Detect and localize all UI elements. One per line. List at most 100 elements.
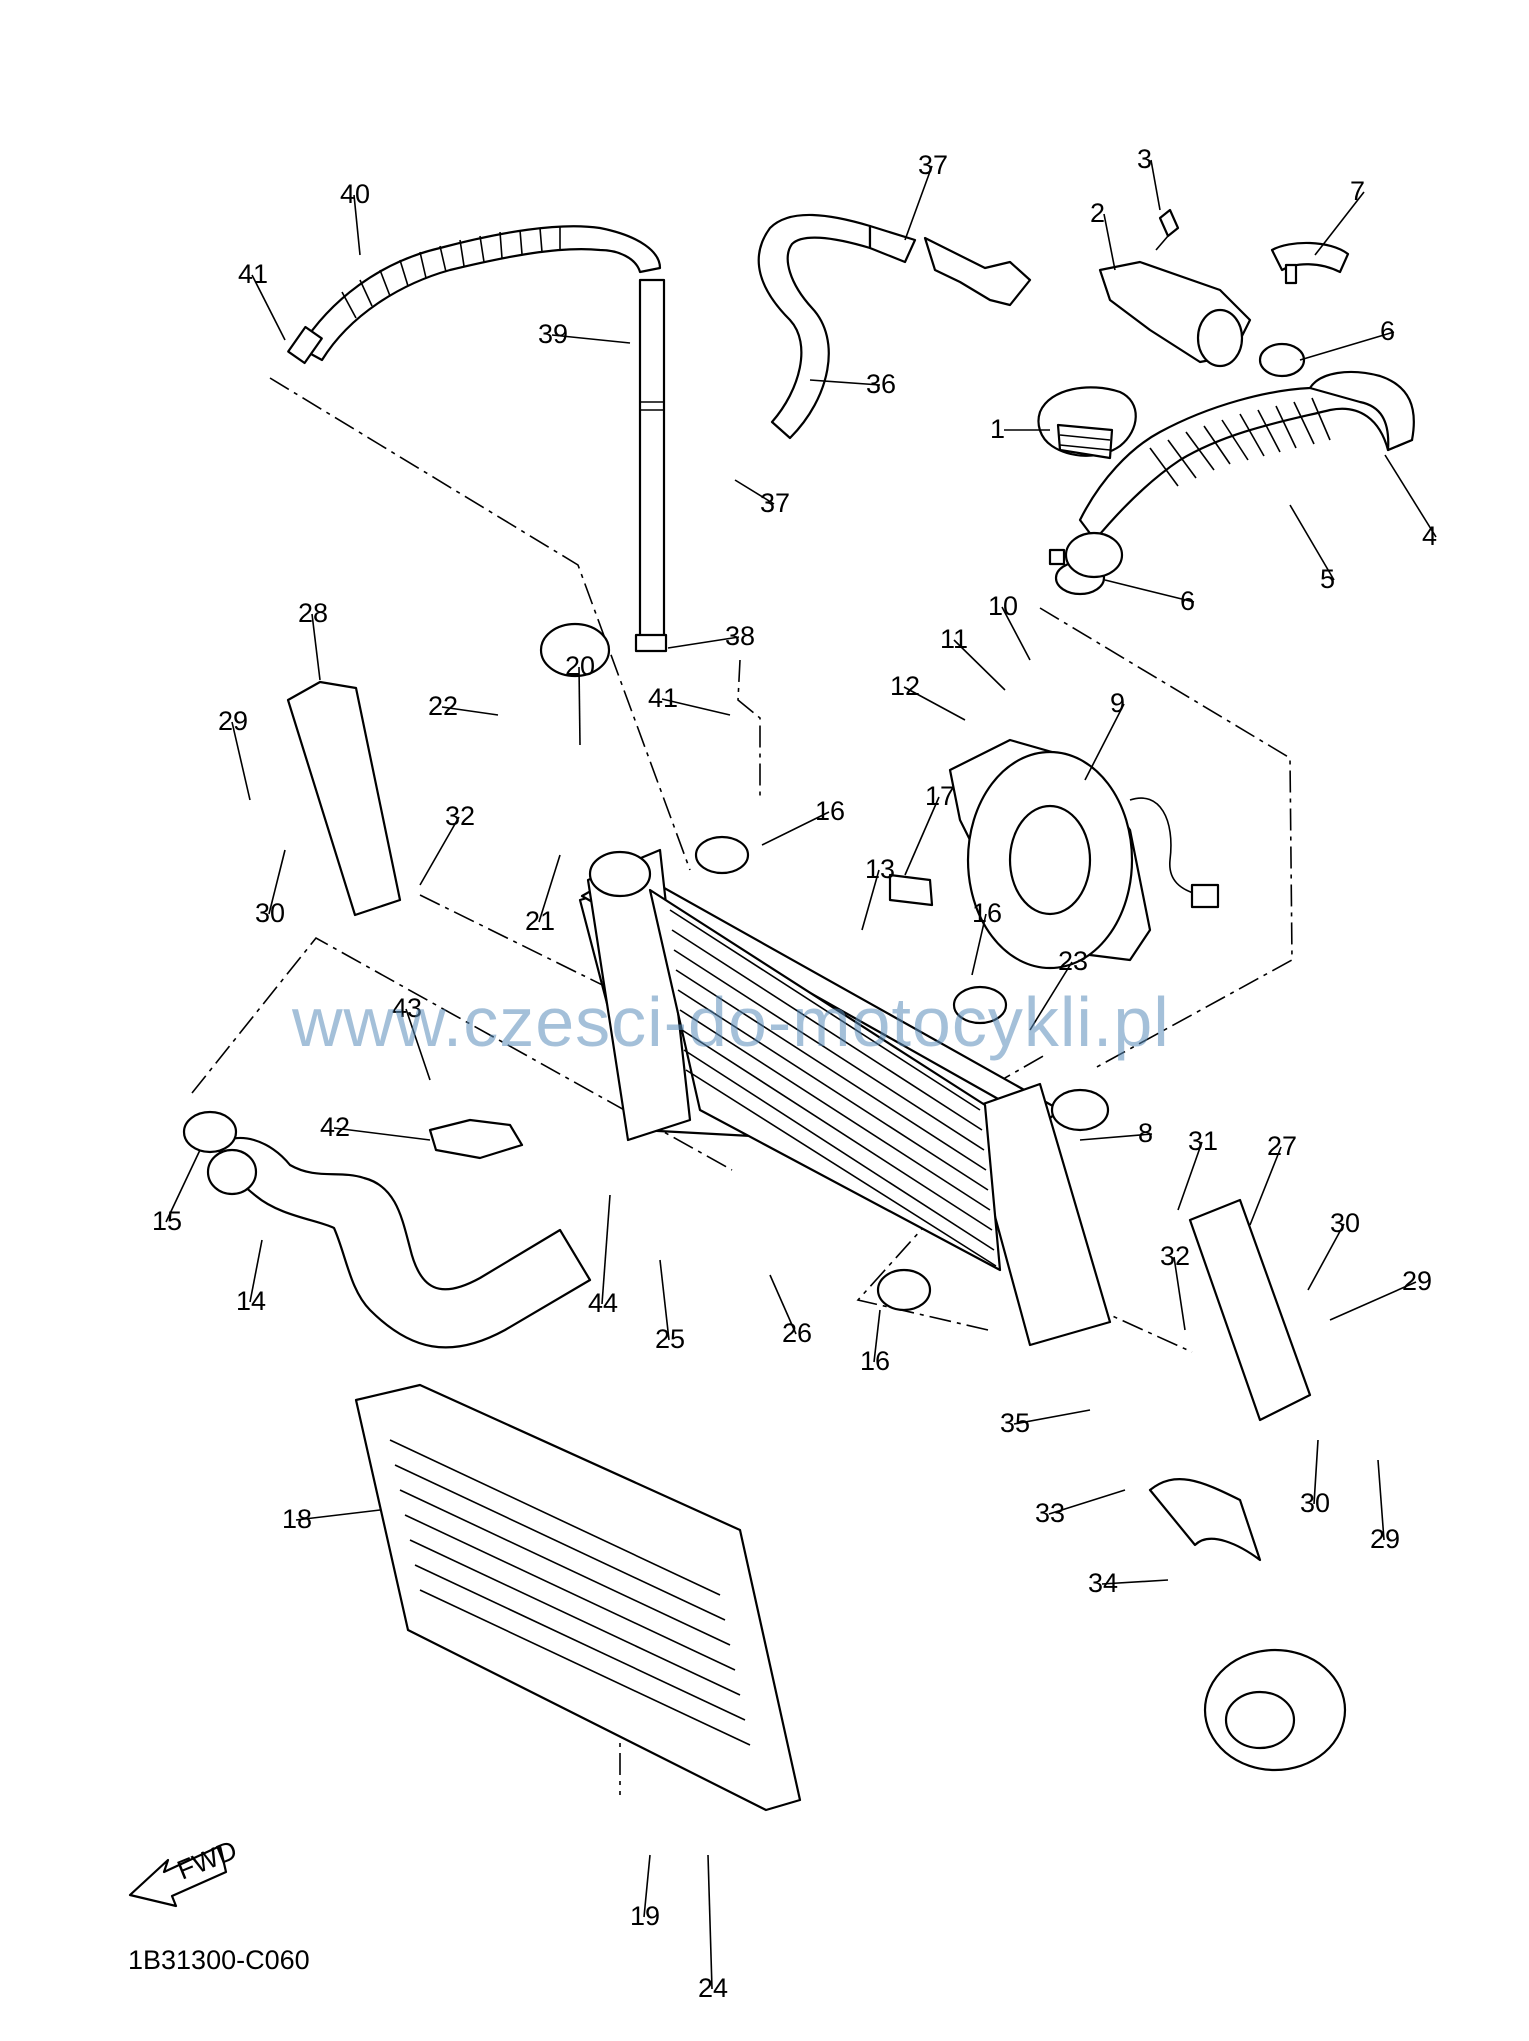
callout-leader-23 bbox=[1029, 961, 1073, 1031]
callout-leader-31 bbox=[1177, 1141, 1203, 1211]
callout-number-34: 34 bbox=[1088, 1568, 1118, 1598]
callout-leader-37 bbox=[904, 165, 933, 241]
callout-number-19: 19 bbox=[630, 1901, 660, 1931]
callout-leader-17 bbox=[904, 796, 940, 876]
callout-number-4: 4 bbox=[1422, 521, 1437, 551]
callout-leader-30 bbox=[1313, 1439, 1319, 1505]
callout-leader-20 bbox=[578, 666, 581, 746]
callout-leader-19 bbox=[643, 1854, 651, 1918]
callout-leader-26 bbox=[769, 1274, 797, 1335]
callout-leader-4 bbox=[1384, 454, 1437, 538]
radiator-inlet-hose bbox=[1064, 370, 1415, 579]
callout-number-43: 43 bbox=[392, 993, 422, 1023]
callout-leader-25 bbox=[659, 1259, 670, 1341]
callout-leader-28 bbox=[311, 613, 321, 681]
callout-number-30: 30 bbox=[1300, 1488, 1330, 1518]
callout-number-3: 3 bbox=[1137, 144, 1152, 174]
callout-leader-16 bbox=[873, 1309, 881, 1363]
callout-leader-15 bbox=[165, 1149, 201, 1223]
radiator-cover bbox=[354, 1383, 802, 1812]
callout-number-33: 33 bbox=[1035, 1498, 1065, 1528]
callout-number-29: 29 bbox=[1370, 1524, 1400, 1554]
callout-leader-5 bbox=[1289, 504, 1335, 581]
callout-number-30: 30 bbox=[255, 898, 285, 928]
callout-leader-34 bbox=[1101, 1579, 1169, 1585]
callout-leader-21 bbox=[538, 854, 561, 923]
callout-leader-14 bbox=[249, 1239, 263, 1303]
thermostat-assembly bbox=[1037, 208, 1252, 460]
callout-number-38: 38 bbox=[725, 621, 755, 651]
callout-number-37: 37 bbox=[918, 150, 948, 180]
callout-leader-16 bbox=[761, 811, 830, 846]
callout-leader-29 bbox=[1377, 1459, 1385, 1541]
callout-leader-11 bbox=[953, 639, 1006, 691]
callout-number-17: 17 bbox=[925, 781, 955, 811]
callout-leader-41 bbox=[251, 274, 286, 341]
callout-leader-33 bbox=[1048, 1489, 1126, 1515]
reservoir-hose bbox=[757, 213, 1032, 440]
callout-leader-29 bbox=[1329, 1281, 1417, 1321]
callout-number-30: 30 bbox=[1330, 1208, 1360, 1238]
callout-leader-30 bbox=[268, 849, 286, 915]
callout-leader-3 bbox=[1150, 159, 1161, 211]
callout-leader-27 bbox=[1249, 1146, 1282, 1226]
callout-leader-30 bbox=[1307, 1223, 1345, 1291]
callout-number-41: 41 bbox=[238, 259, 268, 289]
callout-number-11: 11 bbox=[940, 624, 968, 654]
forward-arrow-icon: FWD bbox=[128, 1835, 241, 1908]
callout-number-15: 15 bbox=[152, 1206, 182, 1236]
callout-leader-7 bbox=[1314, 191, 1365, 256]
callout-number-16: 16 bbox=[972, 898, 1002, 928]
callout-number-2: 2 bbox=[1090, 198, 1105, 228]
callout-leader-8 bbox=[1079, 1133, 1153, 1141]
watermark-text: www.czesci-do-motocykli.pl bbox=[292, 983, 1170, 1061]
callout-number-13: 13 bbox=[865, 854, 895, 884]
radiator-core bbox=[578, 848, 1112, 1347]
callout-leader-44 bbox=[601, 1194, 611, 1305]
callout-leader-2 bbox=[1103, 213, 1116, 271]
callout-leader-12 bbox=[903, 686, 966, 721]
corrugated-overflow-hose bbox=[287, 225, 662, 365]
callout-number-42: 42 bbox=[320, 1112, 350, 1142]
callout-leader-9 bbox=[1084, 703, 1125, 781]
callout-number-37: 37 bbox=[760, 488, 790, 518]
callout-number-9: 9 bbox=[1110, 688, 1125, 718]
cooling-fan bbox=[948, 738, 1220, 970]
callout-leader-32 bbox=[1173, 1256, 1186, 1331]
callout-number-23: 23 bbox=[1058, 946, 1088, 976]
callout-leader-18 bbox=[295, 1509, 381, 1521]
callout-leader-39 bbox=[551, 334, 631, 344]
callout-number-28: 28 bbox=[298, 598, 328, 628]
callout-number-12: 12 bbox=[890, 671, 920, 701]
callout-leader-16 bbox=[971, 913, 987, 976]
callout-leader-29 bbox=[231, 721, 251, 801]
callout-leader-10 bbox=[1001, 606, 1031, 661]
callout-number-31: 31 bbox=[1188, 1126, 1218, 1156]
callout-number-21: 21 bbox=[525, 906, 555, 936]
callout-leader-43 bbox=[405, 1008, 431, 1081]
callout-number-40: 40 bbox=[340, 179, 370, 209]
callout-leader-40 bbox=[353, 194, 361, 256]
callout-leader-22 bbox=[441, 706, 499, 716]
breather-pipe bbox=[634, 278, 668, 653]
callout-number-6: 6 bbox=[1380, 316, 1395, 346]
oil-cooler-housing bbox=[1148, 1478, 1347, 1772]
callout-leader-24 bbox=[707, 1854, 713, 1990]
callout-number-22: 22 bbox=[428, 691, 458, 721]
callout-labels: 1234566789101112131415161616171819202122… bbox=[152, 144, 1437, 2003]
callout-leader-42 bbox=[333, 1127, 431, 1141]
callout-number-25: 25 bbox=[655, 1324, 685, 1354]
diagram-code: 1B31300-C060 bbox=[128, 1945, 310, 1975]
callout-number-35: 35 bbox=[1000, 1408, 1030, 1438]
callout-number-14: 14 bbox=[236, 1286, 266, 1316]
callout-leader-32 bbox=[419, 816, 460, 886]
callout-number-41: 41 bbox=[648, 683, 678, 713]
mounting-hardware bbox=[286, 622, 1312, 1422]
callout-number-29: 29 bbox=[218, 706, 248, 736]
callout-number-18: 18 bbox=[282, 1504, 312, 1534]
callout-number-27: 27 bbox=[1267, 1131, 1297, 1161]
callout-leader-41 bbox=[661, 698, 731, 716]
callout-number-39: 39 bbox=[538, 319, 568, 349]
